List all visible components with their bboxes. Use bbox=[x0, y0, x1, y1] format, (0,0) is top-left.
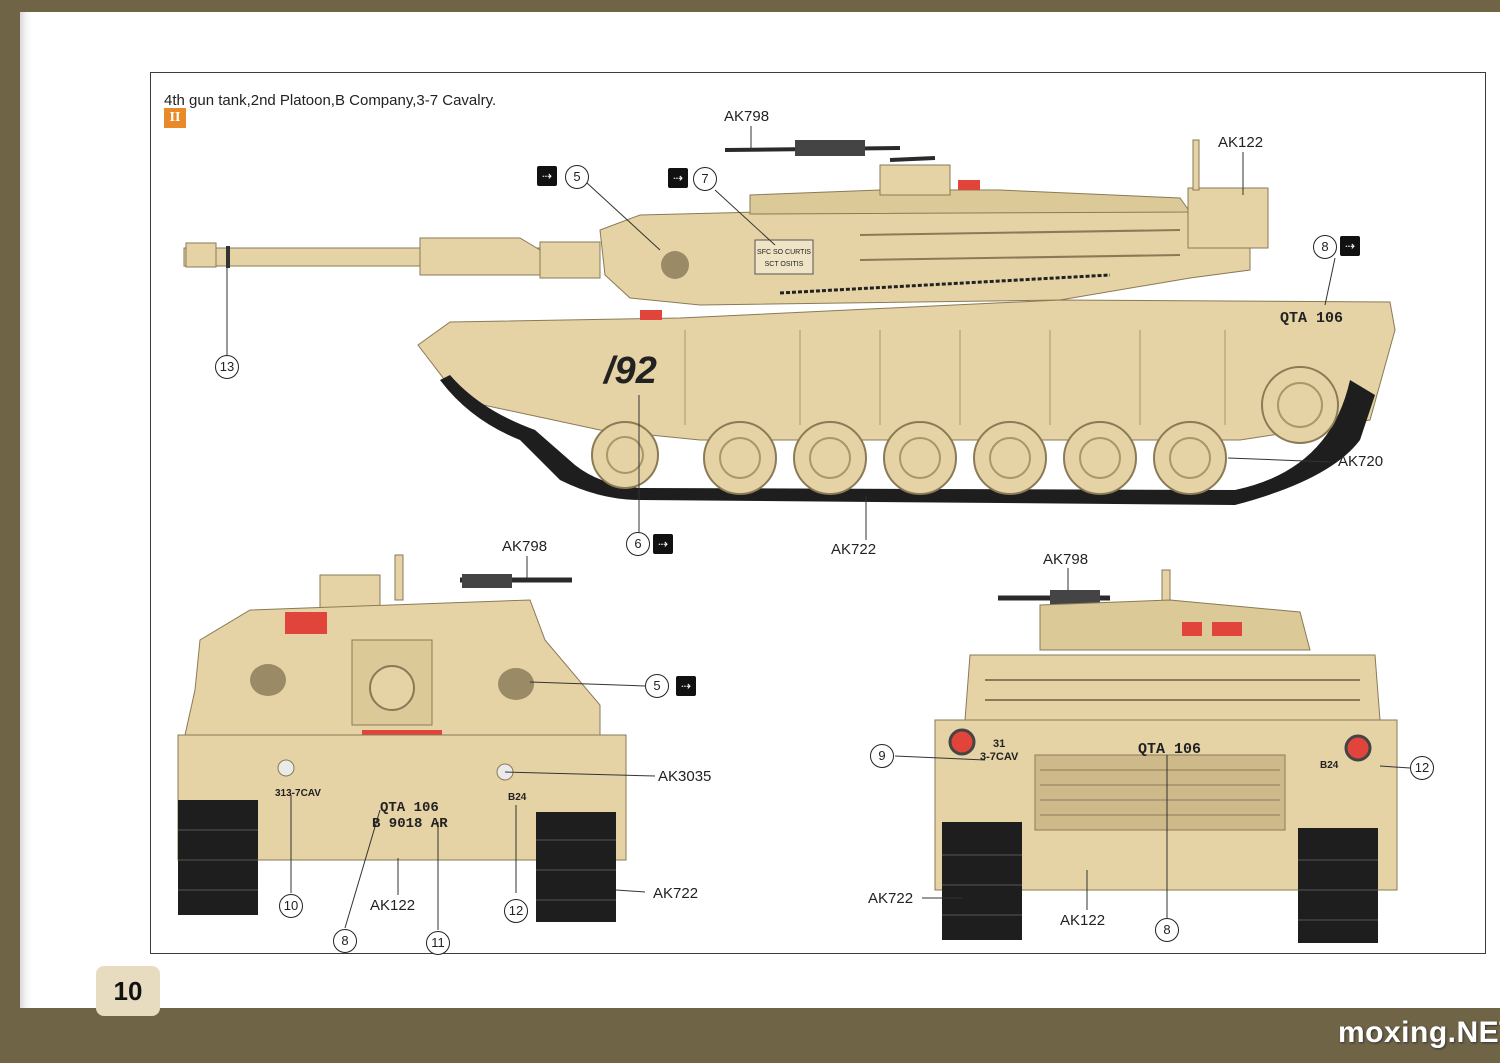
callout-5-side: 5 bbox=[565, 165, 589, 189]
side-label-mg-color: AK798 bbox=[724, 108, 770, 125]
page-number: 10 bbox=[96, 966, 160, 1016]
rear-plate: QTA 106 bbox=[1138, 741, 1202, 758]
rear-view-tank bbox=[934, 569, 1398, 943]
callout-8-front: 8 bbox=[333, 929, 357, 953]
side-label-wheel-color: AK720 bbox=[1338, 453, 1384, 470]
side-turret-number: /92 bbox=[604, 350, 657, 392]
front-unit-marking: 313-7CAV bbox=[275, 788, 321, 799]
front-bumper-code: B24 bbox=[508, 792, 527, 803]
front-label-track-color: AK722 bbox=[653, 885, 699, 902]
callout-12-front: 12 bbox=[504, 899, 528, 923]
rear-label-body-color: AK122 bbox=[1060, 912, 1106, 929]
callout-6-side: 6 bbox=[626, 532, 650, 556]
rear-unit-marking-2: 3-7CAV bbox=[980, 751, 1019, 763]
front-label-light-color: AK3035 bbox=[658, 768, 712, 785]
rear-bumper-code: B24 bbox=[1320, 760, 1339, 771]
callout-5-front: 5 bbox=[645, 674, 669, 698]
callout-11-front: 11 bbox=[426, 931, 450, 955]
callout-8-side: 8 bbox=[1313, 235, 1337, 259]
side-view-tank: SFC SO CURTIS SCT OSITIS bbox=[183, 139, 1396, 505]
decal-placement-icon: ⇢ bbox=[676, 676, 696, 696]
rear-label-track-color: AK722 bbox=[868, 890, 914, 907]
callout-7-side: 7 bbox=[693, 167, 717, 191]
side-label-rear-color: AK122 bbox=[1218, 134, 1264, 151]
callout-10-front: 10 bbox=[279, 894, 303, 918]
decal-placement-icon: ⇢ bbox=[653, 534, 673, 554]
book-spine-shadow bbox=[20, 12, 32, 1008]
front-view-tank bbox=[177, 554, 627, 922]
front-label-mg-color: AK798 bbox=[502, 538, 548, 555]
top-binding-band bbox=[0, 0, 1500, 12]
callout-8-rear: 8 bbox=[1155, 918, 1179, 942]
variant-badge: II bbox=[164, 108, 186, 128]
bottom-binding-band bbox=[0, 1008, 1500, 1063]
leader-lines bbox=[226, 126, 1411, 930]
decal-placement-icon: ⇢ bbox=[537, 166, 557, 186]
side-label-track-color: AK722 bbox=[831, 541, 877, 558]
decal-placement-icon: ⇢ bbox=[1340, 236, 1360, 256]
svg-text:SCT OSITIS: SCT OSITIS bbox=[765, 261, 804, 268]
rear-unit-marking-1: 31 bbox=[993, 738, 1006, 750]
watermark: moxing.NET bbox=[1338, 1016, 1500, 1049]
page-caption: 4th gun tank,2nd Platoon,B Company,3-7 C… bbox=[164, 92, 497, 109]
front-label-body-color: AK122 bbox=[370, 897, 416, 914]
side-hull-plate: QTA 106 bbox=[1280, 310, 1344, 327]
decal-placement-icon: ⇢ bbox=[668, 168, 688, 188]
callout-13-side: 13 bbox=[215, 355, 239, 379]
svg-text:SFC SO CURTIS: SFC SO CURTIS bbox=[757, 249, 811, 256]
front-plate-line1: QTA 106 bbox=[380, 800, 439, 816]
callout-12-rear: 12 bbox=[1410, 756, 1434, 780]
rear-label-mg-color: AK798 bbox=[1043, 551, 1089, 568]
illustration-frame bbox=[150, 72, 1486, 954]
front-plate-line2: B 9018 AR bbox=[372, 816, 448, 832]
callout-9-rear: 9 bbox=[870, 744, 894, 768]
